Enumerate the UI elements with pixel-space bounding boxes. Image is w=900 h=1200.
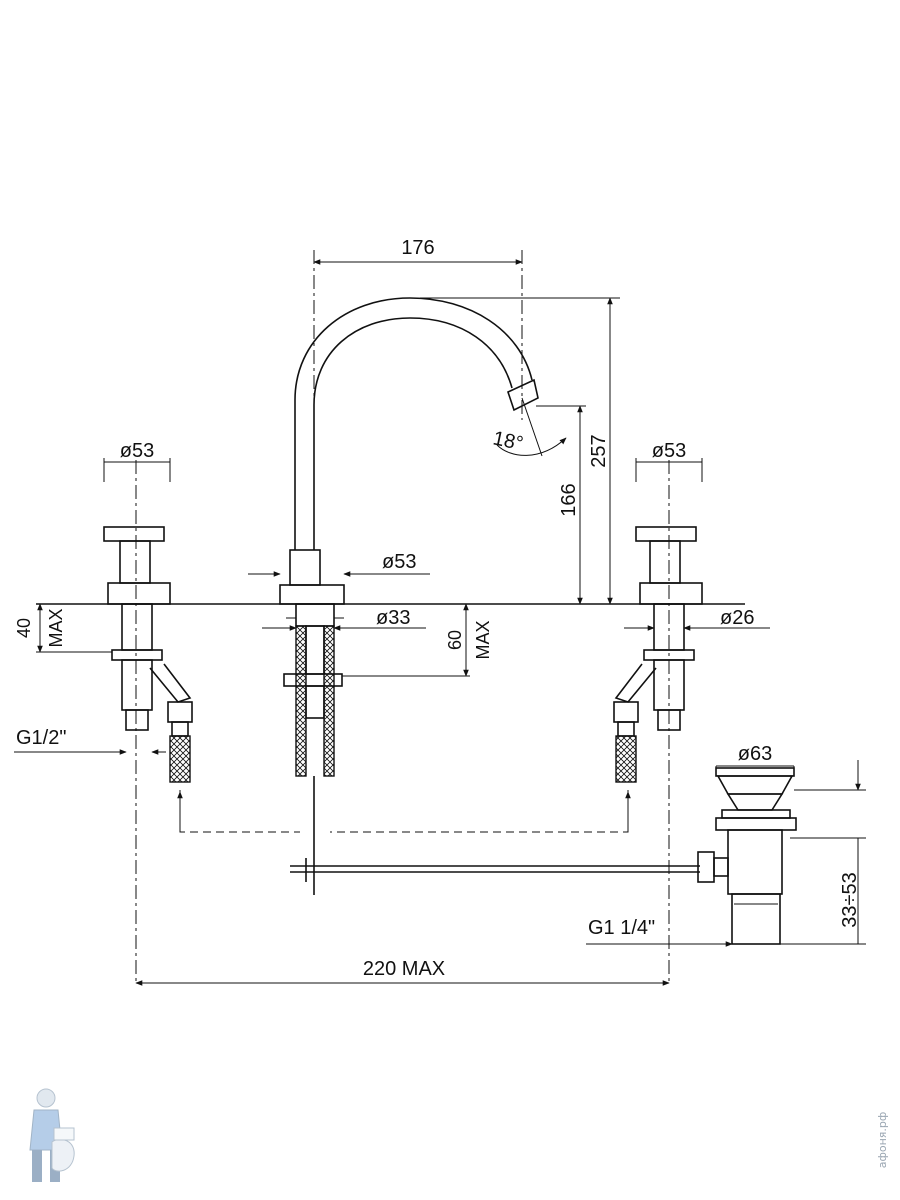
dim-total-height: 257	[588, 434, 610, 467]
dim-spout-reach: 176	[401, 237, 434, 259]
dim-spout-shank: ø33	[376, 607, 410, 629]
dim-right-handle: ø53	[652, 440, 686, 462]
dim-inlet-thread: G1/2"	[16, 727, 66, 749]
watermark-text: афоня.рф	[876, 1112, 889, 1169]
dim-left-handle: ø53	[120, 440, 154, 462]
left-valve	[103, 526, 193, 783]
dim-spout-base: ø53	[382, 551, 416, 573]
spout	[279, 297, 539, 605]
flow-lines	[177, 790, 631, 833]
center-lines	[135, 250, 670, 985]
dim-overall-width: 220 MAX	[363, 958, 445, 980]
spout-shank	[283, 603, 344, 895]
pop-up-waste	[697, 767, 797, 945]
plumber-mascot-icon	[29, 1088, 75, 1182]
dim-waste-dia: ø63	[738, 743, 772, 765]
dim-waste-thread: G1 1/4"	[588, 917, 655, 939]
dim-left-deck: 40	[14, 618, 34, 638]
dim-waste-range: 33÷53	[839, 872, 861, 927]
pop-up-rod	[290, 858, 700, 882]
dim-center-deck-suffix: MAX	[473, 620, 493, 659]
dim-valve-shank: ø26	[720, 607, 754, 629]
dim-spout-height: 166	[558, 483, 580, 516]
dim-spout-angle: 18°	[491, 427, 525, 455]
dim-center-deck: 60	[445, 630, 465, 650]
right-valve	[613, 526, 703, 783]
dim-left-deck-suffix: MAX	[46, 608, 66, 647]
